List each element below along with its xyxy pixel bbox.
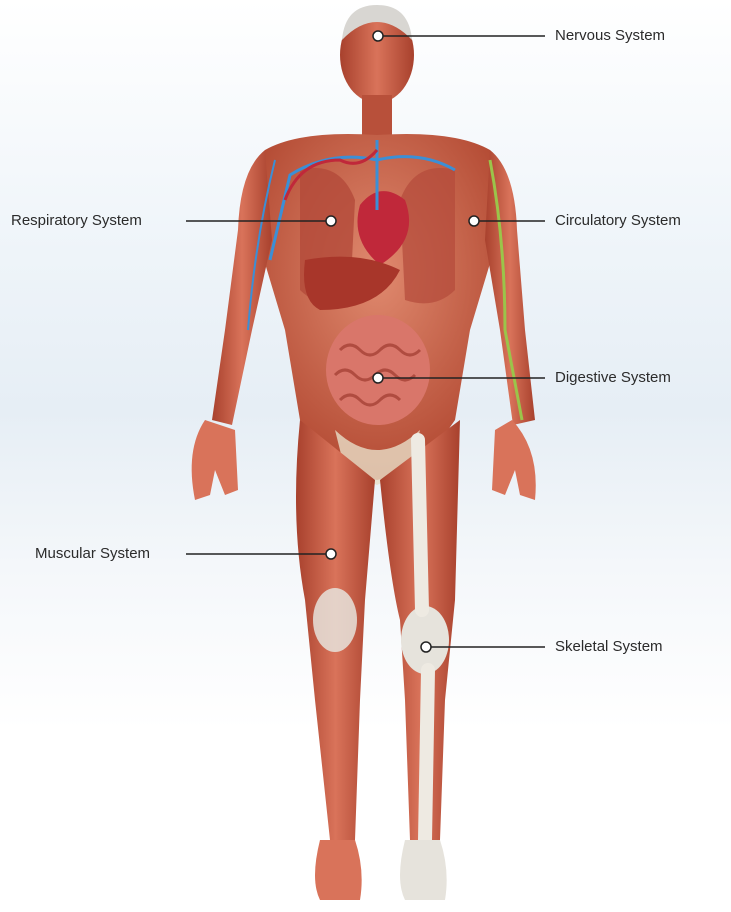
- marker-skeletal: [421, 642, 431, 652]
- marker-respiratory: [326, 216, 336, 226]
- label-muscular-system: Muscular System: [35, 545, 150, 563]
- torso: [255, 134, 500, 485]
- marker-digestive: [373, 373, 383, 383]
- marker-nervous: [373, 31, 383, 41]
- marker-muscular: [326, 549, 336, 559]
- marker-circulatory: [469, 216, 479, 226]
- label-nervous-system: Nervous System: [555, 27, 665, 45]
- label-respiratory-system: Respiratory System: [11, 212, 142, 230]
- head: [340, 5, 414, 135]
- label-circulatory-system: Circulatory System: [555, 212, 681, 230]
- label-skeletal-system: Skeletal System: [555, 638, 663, 656]
- label-digestive-system: Digestive System: [555, 369, 671, 387]
- legs: [296, 420, 460, 900]
